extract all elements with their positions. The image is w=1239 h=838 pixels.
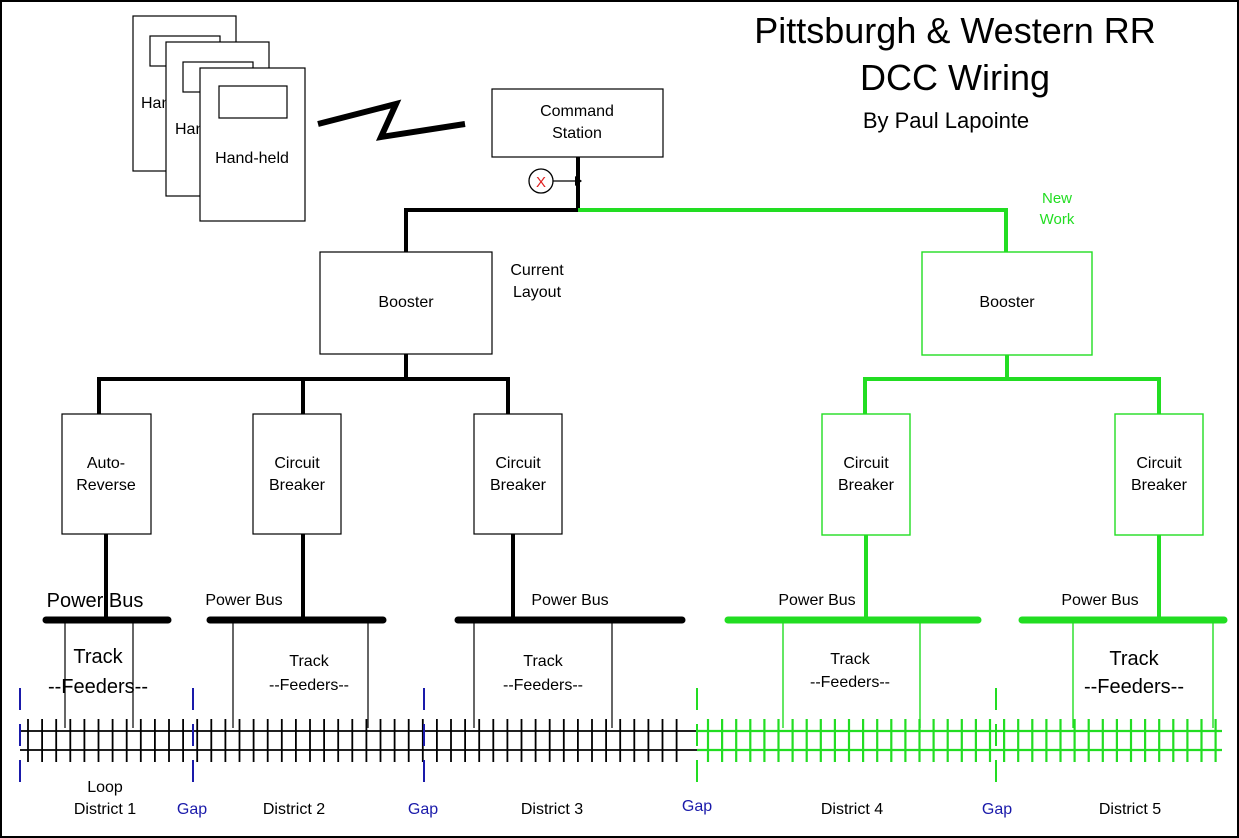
circuit-breaker-4-line2: Breaker — [838, 477, 895, 494]
circuit-breaker-2-line2: Breaker — [269, 477, 326, 494]
feeders-4-line2: --Feeders-- — [810, 674, 890, 691]
district-1-line1: Loop — [87, 779, 123, 796]
wire-to-booster-2 — [578, 208, 1008, 252]
circuit-breaker-2: Circuit Breaker — [252, 413, 342, 535]
booster-current: Booster — [319, 251, 493, 355]
command-station: Command Station — [491, 88, 664, 158]
circuit-breaker-5: Circuit Breaker — [1114, 413, 1204, 536]
district-1-line2: District 1 — [74, 801, 136, 818]
gap-label-4: Gap — [982, 801, 1012, 818]
power-bus-4-label: Power Bus — [778, 592, 855, 609]
handheld-front: Hand-held — [199, 67, 306, 222]
command-station-line2: Station — [552, 125, 602, 142]
handheld-front-label: Hand-held — [215, 150, 289, 167]
new-work-label-line2: Work — [1040, 211, 1075, 228]
feeders-3-line1: Track — [523, 653, 563, 670]
circuit-breaker-3-line2: Breaker — [490, 477, 547, 494]
feeders-1-line2: --Feeders-- — [48, 676, 148, 698]
district-4-label: District 4 — [821, 801, 883, 818]
circuit-breaker-5-line1: Circuit — [1136, 455, 1182, 472]
booster-new-label: Booster — [979, 294, 1035, 311]
power-bus-5-label: Power Bus — [1061, 592, 1138, 609]
new-work-label-line1: New — [1042, 190, 1072, 207]
circuit-breaker-5-line2: Breaker — [1131, 477, 1188, 494]
auto-reverse-line2: Reverse — [76, 477, 136, 494]
gap-label-3: Gap — [682, 798, 712, 815]
booster-current-label: Booster — [378, 294, 434, 311]
switch-symbol: X — [528, 168, 582, 194]
diagram-title-line1: Pittsburgh & Western RR — [754, 10, 1155, 51]
feeders-2-line2: --Feeders-- — [269, 677, 349, 694]
track-ties-new — [706, 719, 1217, 762]
auto-reverse-module: Auto- Reverse — [61, 413, 152, 535]
current-layout-label-line2: Layout — [513, 284, 562, 301]
booster-new-dist-bar — [863, 377, 1161, 414]
circuit-breaker-4-line1: Circuit — [843, 455, 889, 472]
wireless-link — [317, 99, 466, 141]
power-bus-3-label: Power Bus — [531, 592, 608, 609]
gap-label-2: Gap — [408, 801, 438, 818]
circuit-breaker-3-line1: Circuit — [495, 455, 541, 472]
gap-label-1: Gap — [177, 801, 207, 818]
power-bus-1-label: Power Bus — [47, 590, 144, 612]
current-layout-label-line1: Current — [510, 262, 564, 279]
command-station-line1: Command — [540, 103, 614, 120]
diagram-byline: By Paul Lapointe — [863, 108, 1029, 133]
track-ties-existing — [27, 719, 678, 762]
feeders-1-line1: Track — [73, 646, 123, 668]
district-3-label: District 3 — [521, 801, 583, 818]
circuit-breaker-3: Circuit Breaker — [473, 413, 563, 535]
track-existing — [20, 719, 697, 762]
feeders-5-line1: Track — [1109, 648, 1159, 670]
track-new — [697, 719, 1222, 762]
diagram-title-line2: DCC Wiring — [860, 57, 1050, 98]
feeders-3-line2: --Feeders-- — [503, 677, 583, 694]
handheld-middle-label: Han — [175, 121, 204, 138]
power-bus-2-label: Power Bus — [205, 592, 282, 609]
circuit-breaker-2-line1: Circuit — [274, 455, 320, 472]
booster-new: Booster — [921, 251, 1093, 356]
feeders-2-line1: Track — [289, 653, 329, 670]
district-2-label: District 2 — [263, 801, 325, 818]
feeders-5-line2: --Feeders-- — [1084, 676, 1184, 698]
auto-reverse-line1: Auto- — [87, 455, 125, 472]
circuit-breaker-4: Circuit Breaker — [821, 413, 911, 536]
switch-symbol-x: X — [536, 174, 546, 191]
feeders-4-line1: Track — [830, 651, 870, 668]
wire-to-booster-1 — [404, 208, 578, 252]
district-5-label: District 5 — [1099, 801, 1161, 818]
